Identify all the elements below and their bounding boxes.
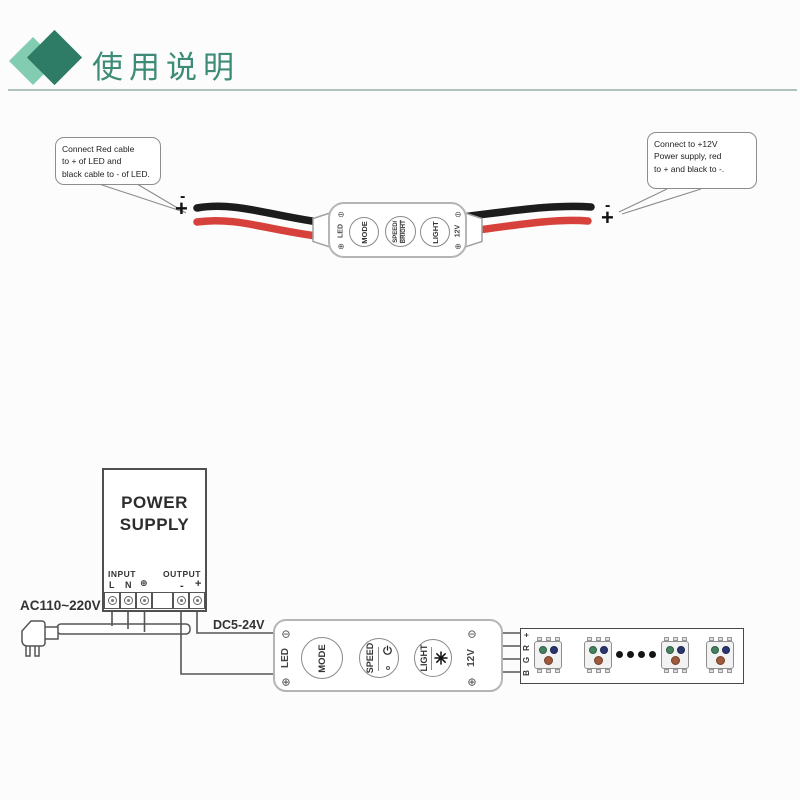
led-port-label: LED	[337, 224, 345, 238]
led-chip	[534, 637, 562, 673]
terminal-n	[120, 592, 136, 609]
power-cord	[56, 623, 191, 635]
dc-voltage-label: DC5-24V	[213, 618, 265, 632]
output-label: OUTPUT	[163, 569, 201, 579]
terminal-minus	[173, 592, 189, 609]
power-supply: POWER SUPPLY INPUT OUTPUT L N ⊕ - +	[102, 468, 207, 612]
power-icon	[383, 645, 392, 655]
brightness-burst-icon	[434, 651, 448, 665]
black-wire	[458, 202, 595, 221]
mode-button: MODE	[301, 637, 343, 679]
terminal-label-ground: ⊕	[140, 579, 148, 589]
led-chip	[661, 637, 689, 673]
led-strip: + R G B	[520, 628, 744, 684]
left-pointer-line	[98, 183, 185, 213]
button-divider	[431, 647, 432, 670]
right-pointer-line	[621, 188, 702, 215]
black-wire	[193, 202, 337, 228]
left-callout: Connect Red cable to + of LED and black …	[55, 137, 161, 185]
terminal-l	[104, 592, 120, 609]
12v-plus-terminal-icon: ⊕	[467, 675, 477, 689]
terminal-plus	[189, 592, 205, 609]
strip-continuation-dot	[616, 651, 623, 658]
speed-bright-button: SPEED/BRIGHT	[385, 216, 416, 247]
right-callout: Connect to +12V Power supply, red to + a…	[647, 132, 757, 189]
led-plus-terminal-icon: ⊕	[337, 242, 345, 251]
terminal-ground	[136, 592, 152, 609]
led-port-label: LED	[280, 648, 291, 668]
led-plus-terminal-icon: ⊕	[281, 675, 291, 689]
terminal-blank	[152, 592, 173, 609]
led-minus-terminal-icon: ⊖	[281, 627, 291, 641]
screw-icon	[123, 596, 133, 605]
input-label: INPUT	[108, 569, 136, 579]
right-pointer-line	[618, 188, 668, 213]
mode-button: MODE	[349, 217, 379, 247]
ac-voltage-label: AC110~220V	[20, 598, 101, 613]
led-strip-chips	[521, 629, 743, 683]
power-supply-name: POWER SUPPLY	[119, 493, 190, 535]
12v-port-label: 12V	[466, 649, 477, 667]
led-chip	[584, 637, 612, 673]
12v-minus-terminal-icon: ⊖	[467, 627, 477, 641]
red-wire	[193, 216, 337, 242]
screw-icon	[139, 596, 149, 605]
top-right-wires	[458, 202, 595, 236]
mini-controller: ⊖ LED ⊕ MODE SPEED/BRIGHT LIGHT ⊖ 12V ⊕	[328, 202, 467, 258]
led-minus-terminal-icon: ⊖	[337, 210, 345, 219]
led-controller: ⊖ LED ⊕ MODE SPEED LIGHT ⊖ 12V ⊕	[273, 619, 503, 692]
header-divider	[8, 89, 797, 91]
speed-button: SPEED	[359, 638, 399, 678]
led-chip	[706, 637, 734, 673]
right-wire-plus-label: +	[601, 205, 614, 230]
top-left-wires	[193, 202, 337, 242]
plug-head	[21, 620, 46, 647]
dot-icon	[386, 666, 390, 670]
strip-continuation-dot	[638, 651, 645, 658]
terminal-label-minus: -	[180, 580, 184, 592]
plug-prong	[34, 644, 40, 657]
strip-continuation-dot	[649, 651, 656, 658]
plug-neck	[43, 626, 59, 640]
screw-icon	[176, 596, 186, 605]
terminal-label-plus: +	[195, 578, 202, 590]
page-title: 使用说明	[92, 50, 240, 85]
12v-port-label: 12V	[454, 224, 462, 238]
ac-plug	[21, 620, 191, 657]
terminal-label-n: N	[125, 580, 132, 590]
button-divider	[378, 647, 379, 671]
12v-plus-terminal-icon: ⊕	[454, 242, 462, 251]
screw-icon	[192, 596, 202, 605]
terminal-label-l: L	[109, 580, 115, 590]
light-button: LIGHT	[420, 217, 450, 247]
strip-continuation-dot	[627, 651, 634, 658]
right-wire-minus-label: -	[605, 197, 611, 214]
left-wire-plus-label: +	[175, 196, 188, 221]
plug-prong	[25, 644, 31, 657]
12v-minus-terminal-icon: ⊖	[454, 210, 462, 219]
screw-icon	[107, 596, 117, 605]
light-button: LIGHT	[414, 639, 452, 677]
red-wire	[458, 216, 592, 236]
